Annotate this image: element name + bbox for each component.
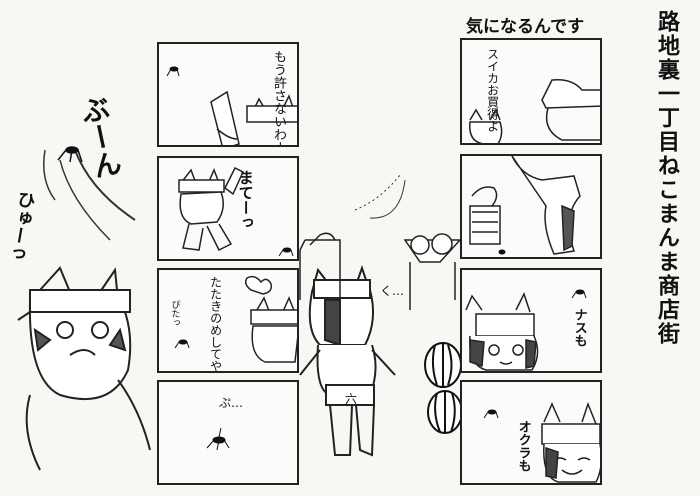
left-panel-2-art (178, 166, 294, 257)
sfx-pita: ぴたっ (169, 300, 180, 327)
sfx-ku: く… (380, 284, 405, 298)
left-panel-1-speech: もう許さないわーっ (271, 50, 286, 147)
left-panel-3-speech: たたきのめしてやるーっ (208, 276, 223, 373)
left-panel-3: たたきのめしてやるーっ ぴたっ (157, 268, 299, 373)
right-panel-1: スイカお買得よ (460, 38, 602, 145)
right-panel-4-speech: オクラも (515, 420, 531, 472)
left-stall (299, 232, 341, 300)
left-panel-2-speech: まてーっ (236, 170, 255, 230)
mosquito-left (57, 146, 83, 163)
big-cat-left (17, 266, 151, 471)
series-title: 路地裏一丁目ねこまんま商店街 (654, 10, 679, 346)
left-panel-1-art (166, 66, 297, 145)
episode-title: 気になるんです (466, 17, 585, 37)
sfx-roku: 六 (345, 392, 358, 406)
right-panel-2-art (469, 156, 581, 255)
left-panel-1: もう許さないわーっ (157, 42, 299, 147)
right-panel-1-speech: スイカお買得よ (485, 48, 500, 132)
left-panel-2: まてーっ (157, 156, 299, 261)
right-panel-1-art (469, 78, 600, 143)
right-panel-4-art (483, 401, 600, 483)
right-stall (403, 233, 462, 310)
center-cat (299, 264, 396, 457)
watermelons (424, 342, 463, 434)
left-panel-3-art (174, 275, 297, 363)
right-panel-3-speech: ナスも (571, 308, 587, 347)
right-panel-2 (460, 154, 602, 259)
right-panel-3-art (465, 289, 587, 371)
right-panel-4: オクラも (460, 380, 602, 485)
left-panel-4: ぷ… (157, 380, 299, 485)
sfx-pu: ぷ… (219, 396, 244, 410)
right-panel-3: ナスも (460, 268, 602, 373)
left-panel-4-art (206, 427, 230, 451)
